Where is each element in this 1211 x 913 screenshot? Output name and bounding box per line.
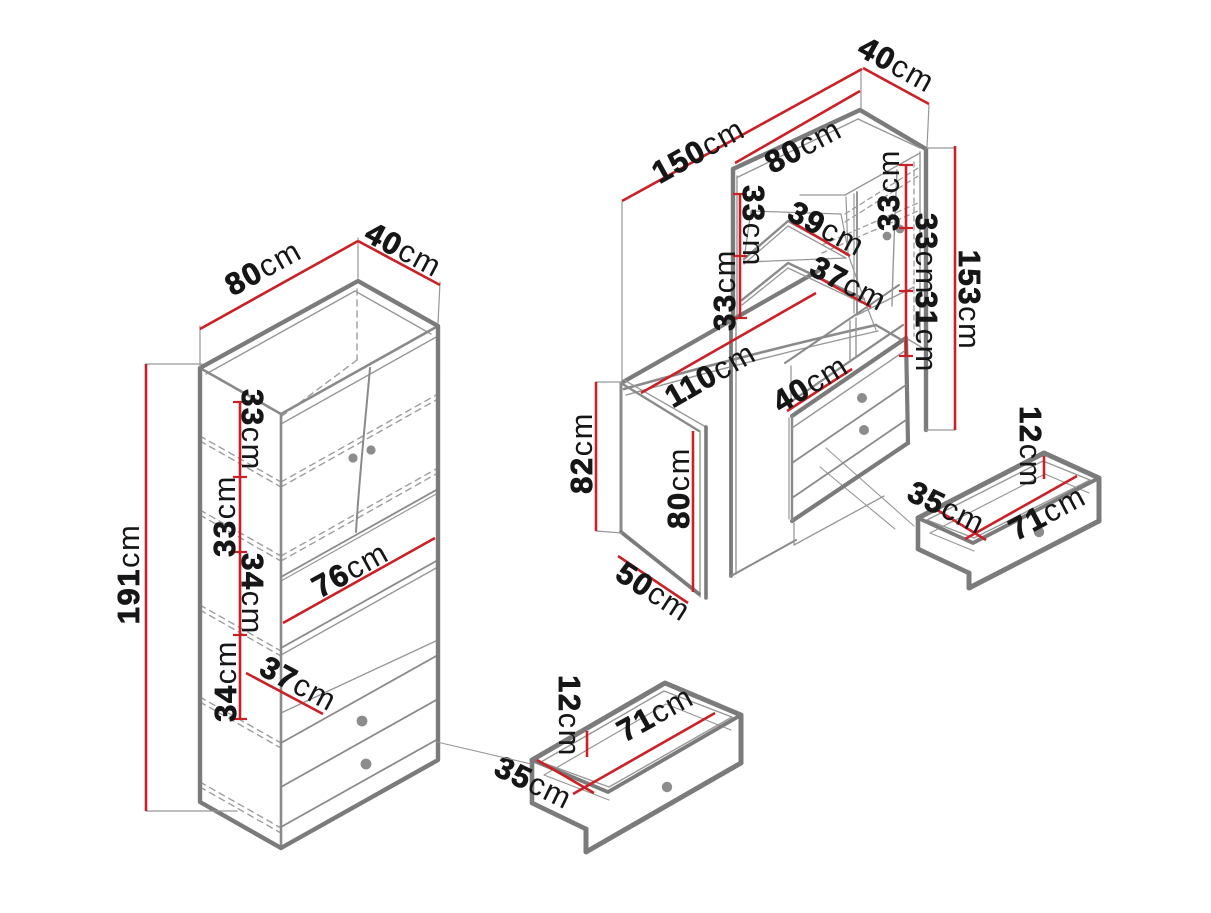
svg-text:82cm: 82cm <box>564 412 599 494</box>
svg-text:34cm: 34cm <box>208 640 243 722</box>
svg-text:33cm: 33cm <box>736 185 771 267</box>
svg-text:33cm: 33cm <box>235 389 270 471</box>
svg-text:80cm: 80cm <box>661 447 696 529</box>
svg-text:33cm: 33cm <box>207 475 242 557</box>
svg-text:33cm: 33cm <box>871 149 906 231</box>
svg-text:34cm: 34cm <box>235 553 270 635</box>
svg-text:12cm: 12cm <box>552 675 587 757</box>
svg-text:31cm: 31cm <box>909 291 944 373</box>
svg-text:12cm: 12cm <box>1013 406 1048 488</box>
svg-text:191cm: 191cm <box>111 524 146 625</box>
svg-text:33cm: 33cm <box>909 213 944 295</box>
svg-text:153cm: 153cm <box>952 250 987 351</box>
svg-text:33cm: 33cm <box>707 249 742 331</box>
